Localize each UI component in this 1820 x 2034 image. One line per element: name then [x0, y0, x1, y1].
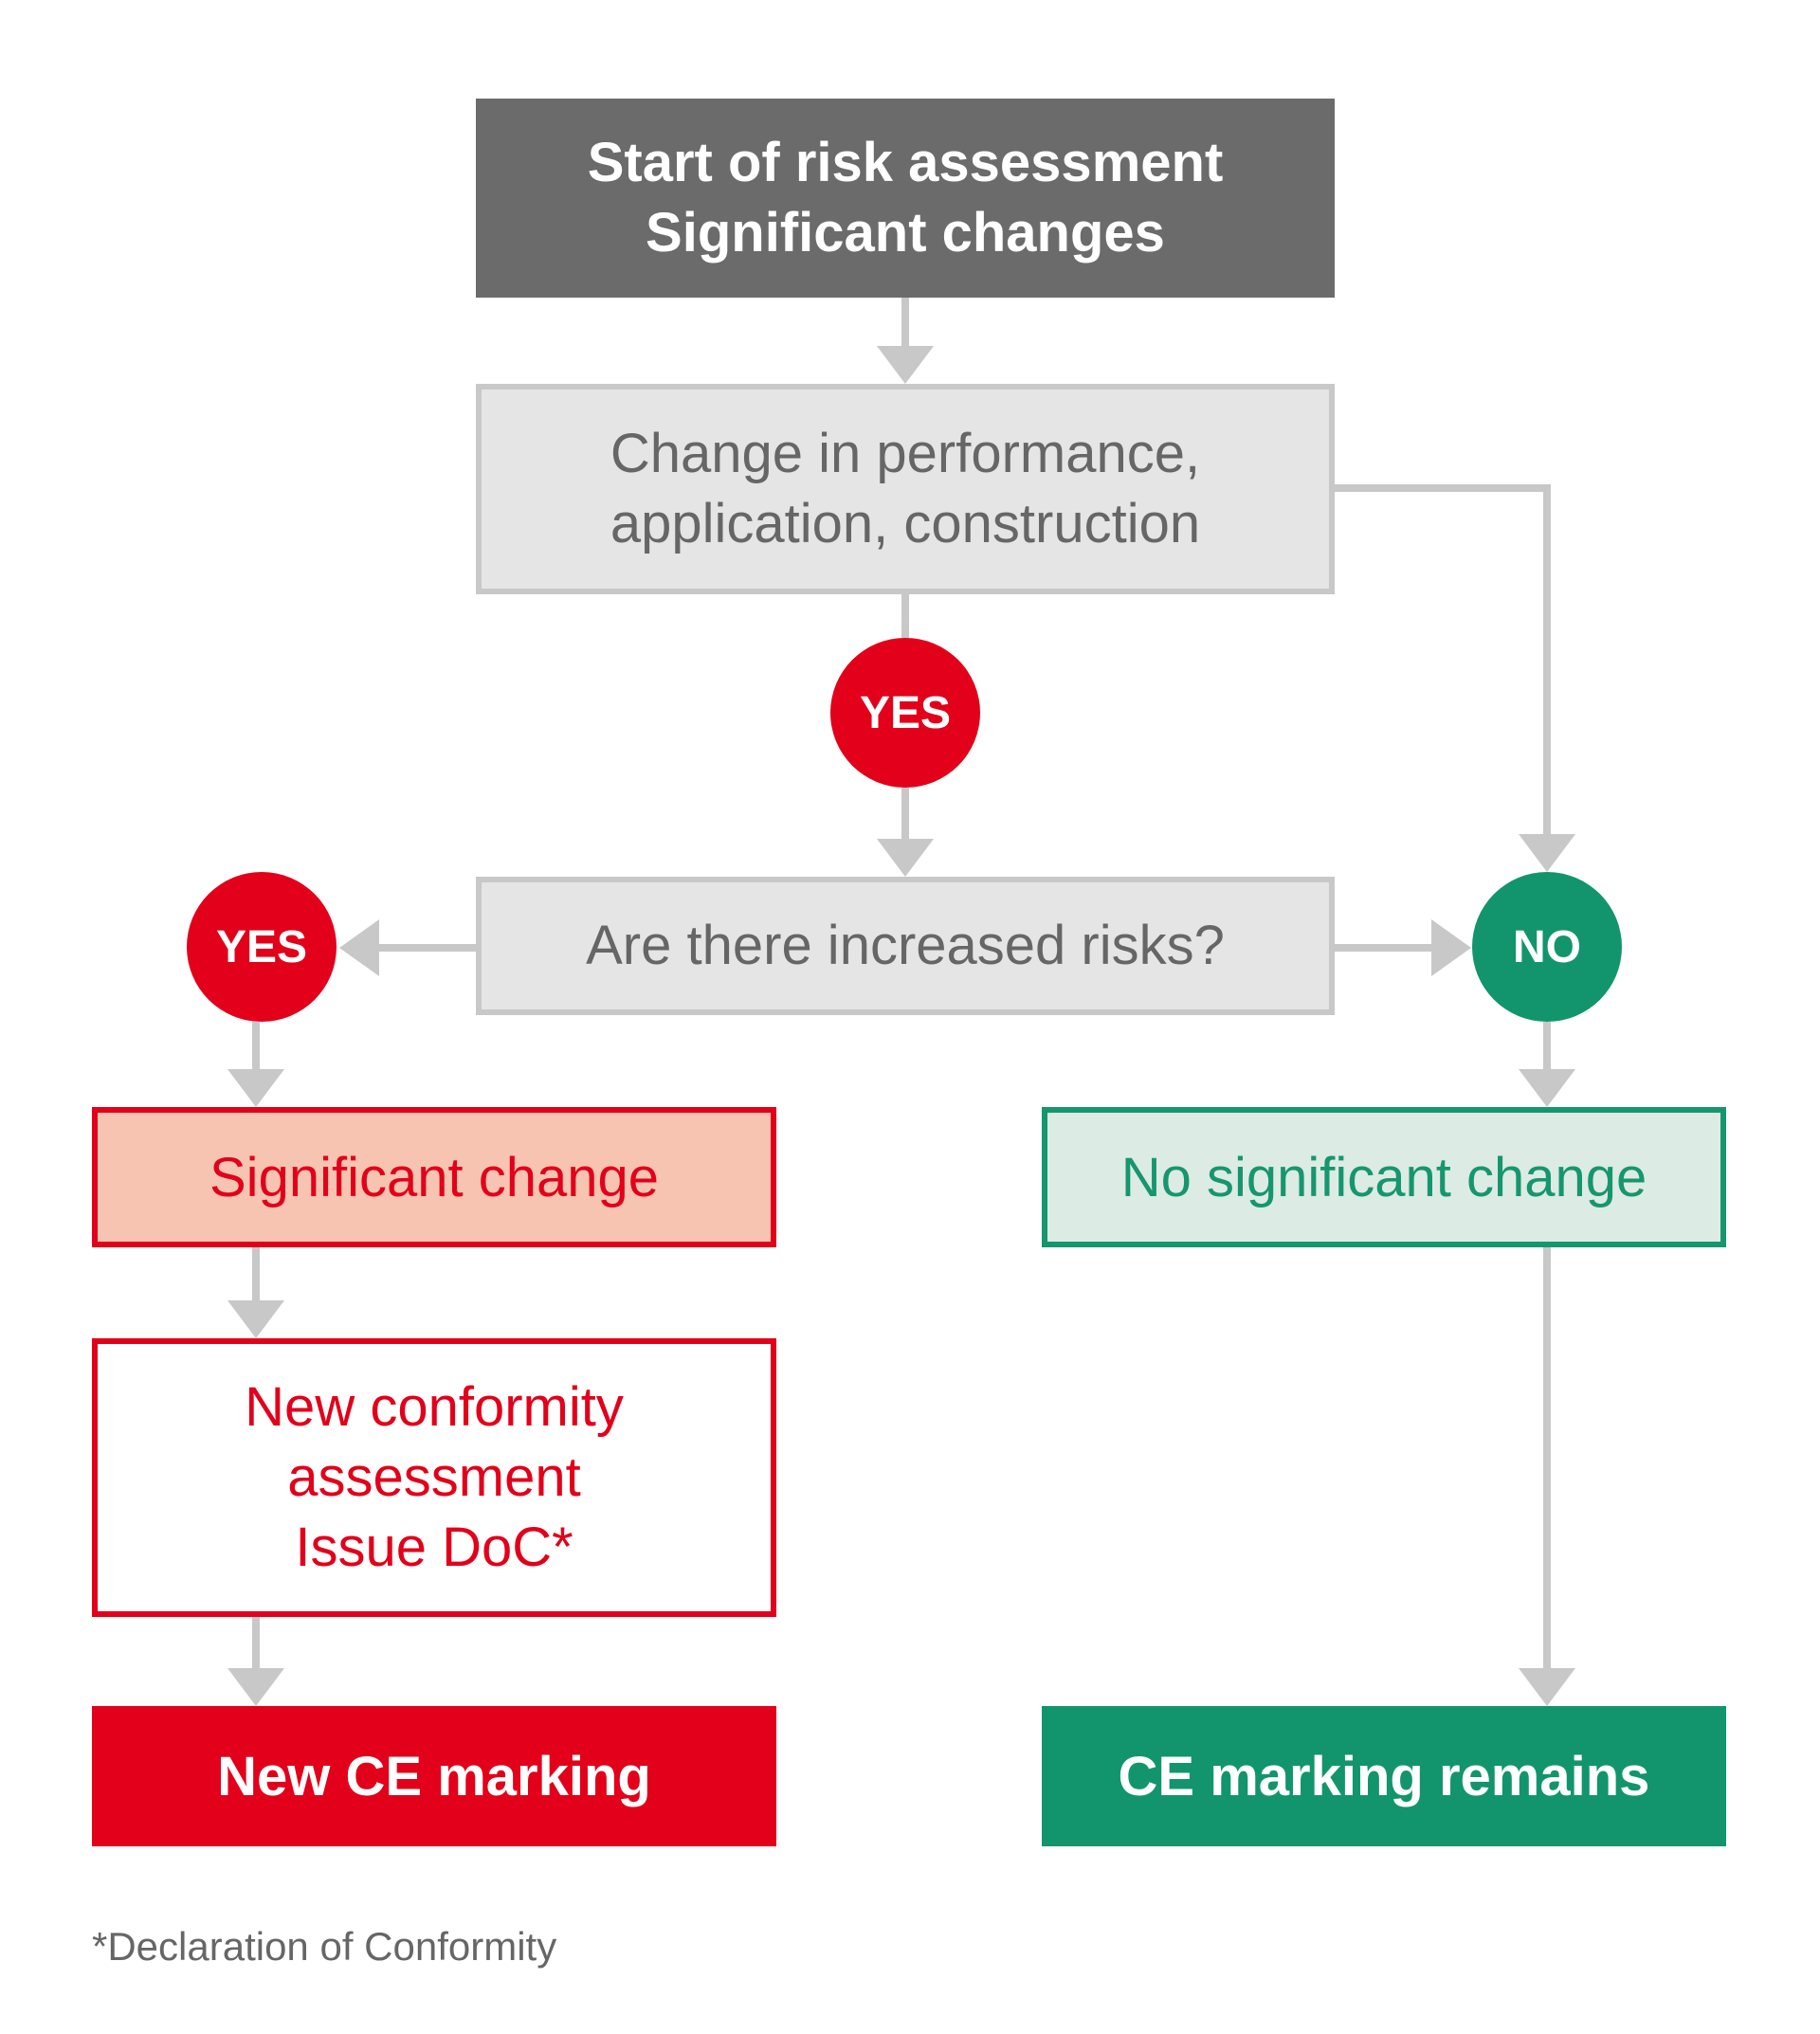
new-conformity-line-3: Issue DoC* [295, 1516, 573, 1578]
arrowhead-to-no-right [1431, 919, 1471, 976]
risk-question-node: Are there increased risks? [476, 877, 1335, 1015]
change-question-line-2: application, construction [610, 493, 1201, 554]
yes-decision-middle: YES [830, 638, 980, 788]
new-ce-marking-label: New CE marking [217, 1745, 651, 1807]
arrowhead-to-newce [228, 1668, 284, 1706]
no-significant-change-node: No significant change [1042, 1107, 1726, 1247]
start-node: Start of risk assessment Significant cha… [476, 99, 1335, 298]
ce-marking-remains-node: CE marking remains [1042, 1706, 1726, 1846]
new-conformity-line-2: assessment [287, 1446, 581, 1508]
yes-middle-label: YES [859, 687, 952, 738]
arrowhead-to-change [877, 346, 934, 384]
no-significant-change-label: No significant change [1120, 1146, 1647, 1208]
arrowhead-to-yes-left [339, 919, 379, 976]
start-line-2: Significant changes [646, 202, 1165, 263]
start-line-1: Start of risk assessment [587, 132, 1224, 193]
risk-question-label: Are there increased risks? [586, 915, 1225, 976]
change-question-node: Change in performance, application, cons… [476, 384, 1335, 594]
significant-change-node: Significant change [92, 1107, 776, 1247]
no-decision-right: NO [1472, 872, 1622, 1022]
arrowhead-to-newconf [228, 1300, 284, 1338]
new-conformity-line-1: New conformity [245, 1376, 624, 1438]
connector-change-to-no [1335, 484, 1551, 834]
yes-decision-left: YES [187, 872, 337, 1022]
arrowhead-to-ceremains [1519, 1668, 1575, 1706]
significant-change-label: Significant change [209, 1146, 659, 1208]
new-conformity-node: New conformity assessment Issue DoC* [92, 1338, 776, 1617]
footnote: *Declaration of Conformity [92, 1924, 557, 1969]
arrowhead-to-nosig [1519, 1069, 1575, 1107]
no-right-label: NO [1513, 921, 1581, 972]
yes-left-label: YES [215, 921, 308, 972]
arrowhead-to-risk [877, 839, 934, 877]
arrowhead-to-sig [228, 1069, 284, 1107]
change-question-line-1: Change in performance, [610, 423, 1201, 484]
ce-marking-remains-label: CE marking remains [1118, 1745, 1650, 1807]
new-ce-marking-node: New CE marking [92, 1706, 776, 1846]
arrowhead-to-no [1519, 834, 1575, 872]
